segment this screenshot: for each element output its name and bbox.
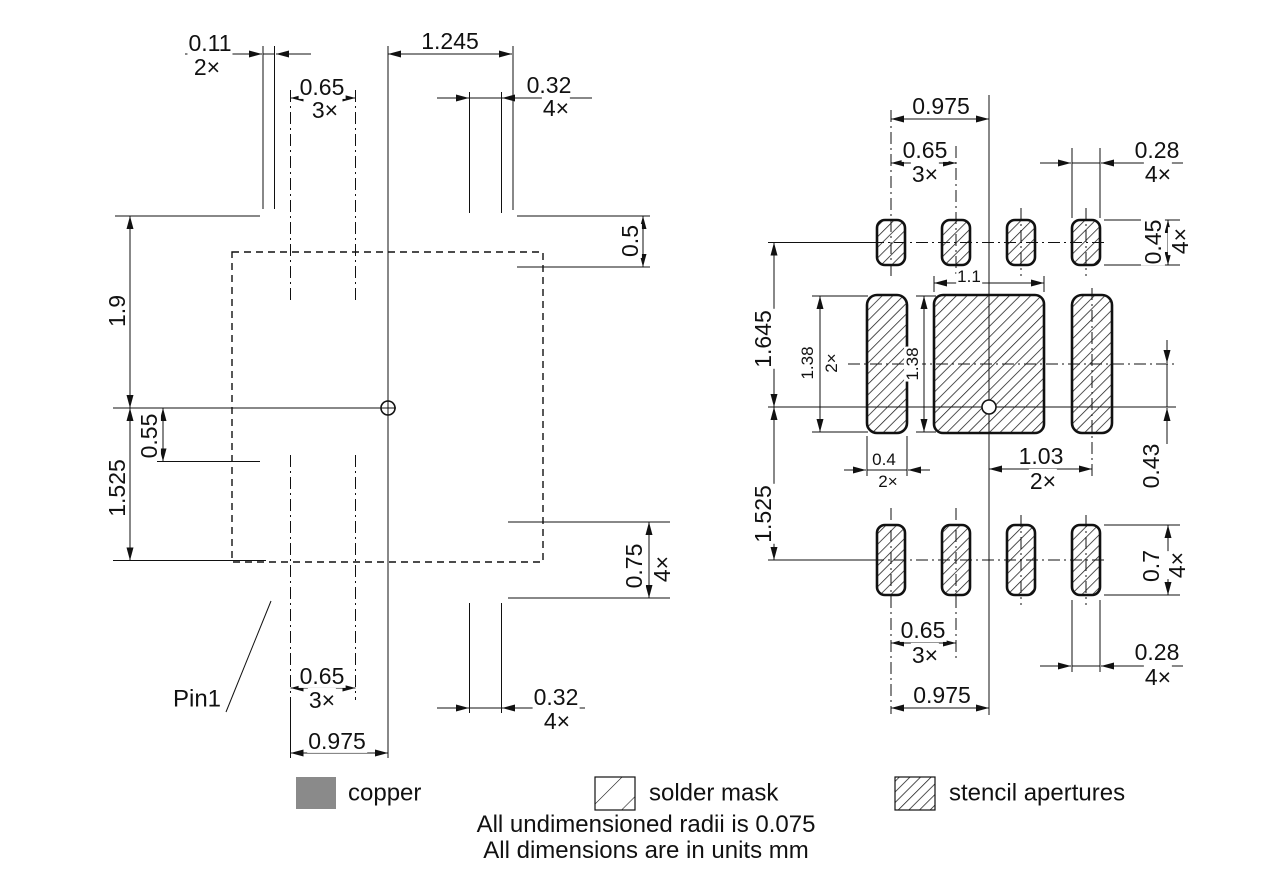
dim-left-offset-top: 0.11 xyxy=(187,29,233,56)
left-view-extension-lines xyxy=(113,46,670,713)
dim-left-pitch-bottom: 0.65 xyxy=(298,662,346,689)
dim-right-ap-height-bottom: 0.7 xyxy=(1137,549,1164,583)
dim-right-pitch-top: 0.65 xyxy=(901,136,949,163)
dim-right-ap-width-bottom-qty: 4× xyxy=(1143,663,1173,690)
dim-right-pitch-bottom-qty: 3× xyxy=(910,641,940,668)
origin-marker-right xyxy=(981,399,997,415)
legend-copper-label: copper xyxy=(347,779,423,807)
dim-right-pad-ap-width: 1.1 xyxy=(956,267,982,287)
dim-right-center-to-col1-top: 0.975 xyxy=(911,92,971,119)
dim-right-pitch-bottom: 0.65 xyxy=(899,616,947,643)
legend-swatches xyxy=(296,776,936,811)
pin1-label: Pin1 xyxy=(171,685,223,713)
solder-mask-swatch xyxy=(594,776,636,811)
right-view-stencil xyxy=(768,95,1183,715)
component-outline xyxy=(231,251,544,563)
stencil-swatch xyxy=(894,776,936,811)
side-aperture-left xyxy=(865,293,909,435)
dim-right-ap-height-top: 0.45 xyxy=(1139,218,1166,266)
note-units: All dimensions are in units mm xyxy=(483,837,809,864)
dim-right-side-ap-offset: 0.43 xyxy=(1137,442,1164,490)
drawing-notes: All undimensioned radii is 0.075 All dim… xyxy=(477,812,816,864)
dim-right-side-ap-height-qty: 2× xyxy=(822,352,842,374)
dim-left-pad-width-bottom-qty: 4× xyxy=(542,707,572,734)
dim-left-body-bottom: 0.55 xyxy=(135,412,162,460)
dim-right-center-to-side-ap-qty: 2× xyxy=(1028,467,1058,494)
dim-right-center-to-side-ap: 1.03 xyxy=(1017,442,1065,469)
dim-left-pad-height-qty: 4× xyxy=(648,554,675,584)
dim-right-side-ap-height: 1.38 xyxy=(798,345,818,381)
dim-left-notch-depth: 0.5 xyxy=(616,224,643,258)
legend-stencil-label: stencil apertures xyxy=(948,779,1127,807)
dim-right-side-ap-width: 0.4 xyxy=(871,450,897,470)
note-radii: All undimensioned radii is 0.075 xyxy=(476,811,816,838)
legend-solder-mask-label: solder mask xyxy=(648,779,780,807)
dim-left-center-to-pin1: 0.975 xyxy=(307,727,367,754)
dim-right-center-to-col1-bottom: 0.975 xyxy=(912,681,972,708)
thermal-aperture xyxy=(932,293,1046,435)
origin-marker-left xyxy=(380,400,396,416)
dim-right-side-ap-width-qty: 2× xyxy=(877,472,899,492)
dim-right-ap-width-top-qty: 4× xyxy=(1143,160,1173,187)
dim-right-pitch-top-qty: 3× xyxy=(910,160,940,187)
dim-right-ap-width-top: 0.28 xyxy=(1133,136,1181,163)
dim-left-pad-height: 0.75 xyxy=(620,542,647,590)
dim-right-ap-height-top-qty: 4× xyxy=(1166,226,1193,256)
side-aperture-right xyxy=(1070,293,1114,435)
dim-left-pitch-bottom-qty: 3× xyxy=(307,686,337,713)
dim-right-ap-width-bottom: 0.28 xyxy=(1133,638,1181,665)
dim-left-pitch-top-qty: 3× xyxy=(310,96,340,123)
dim-right-ap-height-bottom-qty: 4× xyxy=(1163,550,1190,580)
left-view-centerlines xyxy=(113,46,396,758)
copper-swatch xyxy=(296,777,336,809)
dim-right-pad-ap-height: 1.38 xyxy=(903,346,923,382)
dim-left-pitch-top: 0.65 xyxy=(298,73,346,100)
dim-right-row-top-offset: 1.645 xyxy=(749,309,776,369)
dim-left-body-top: 1.9 xyxy=(103,294,130,328)
dim-left-row-offset: 1.525 xyxy=(103,458,130,518)
stencil-apertures xyxy=(865,218,1114,597)
dim-left-center-to-edge: 1.245 xyxy=(420,27,480,54)
dim-left-pad-width-bottom: 0.32 xyxy=(532,683,580,710)
dim-left-offset-top-qty: 2× xyxy=(192,53,222,80)
dim-left-pad-width-top-qty: 4× xyxy=(541,94,571,121)
left-view-solder-mask-region xyxy=(113,46,670,758)
solder-mask-hatch xyxy=(189,161,583,687)
dim-right-row-bottom-offset: 1.525 xyxy=(749,484,776,544)
pin1-leader-line xyxy=(225,600,272,713)
dim-left-pad-width-top: 0.32 xyxy=(525,71,573,98)
